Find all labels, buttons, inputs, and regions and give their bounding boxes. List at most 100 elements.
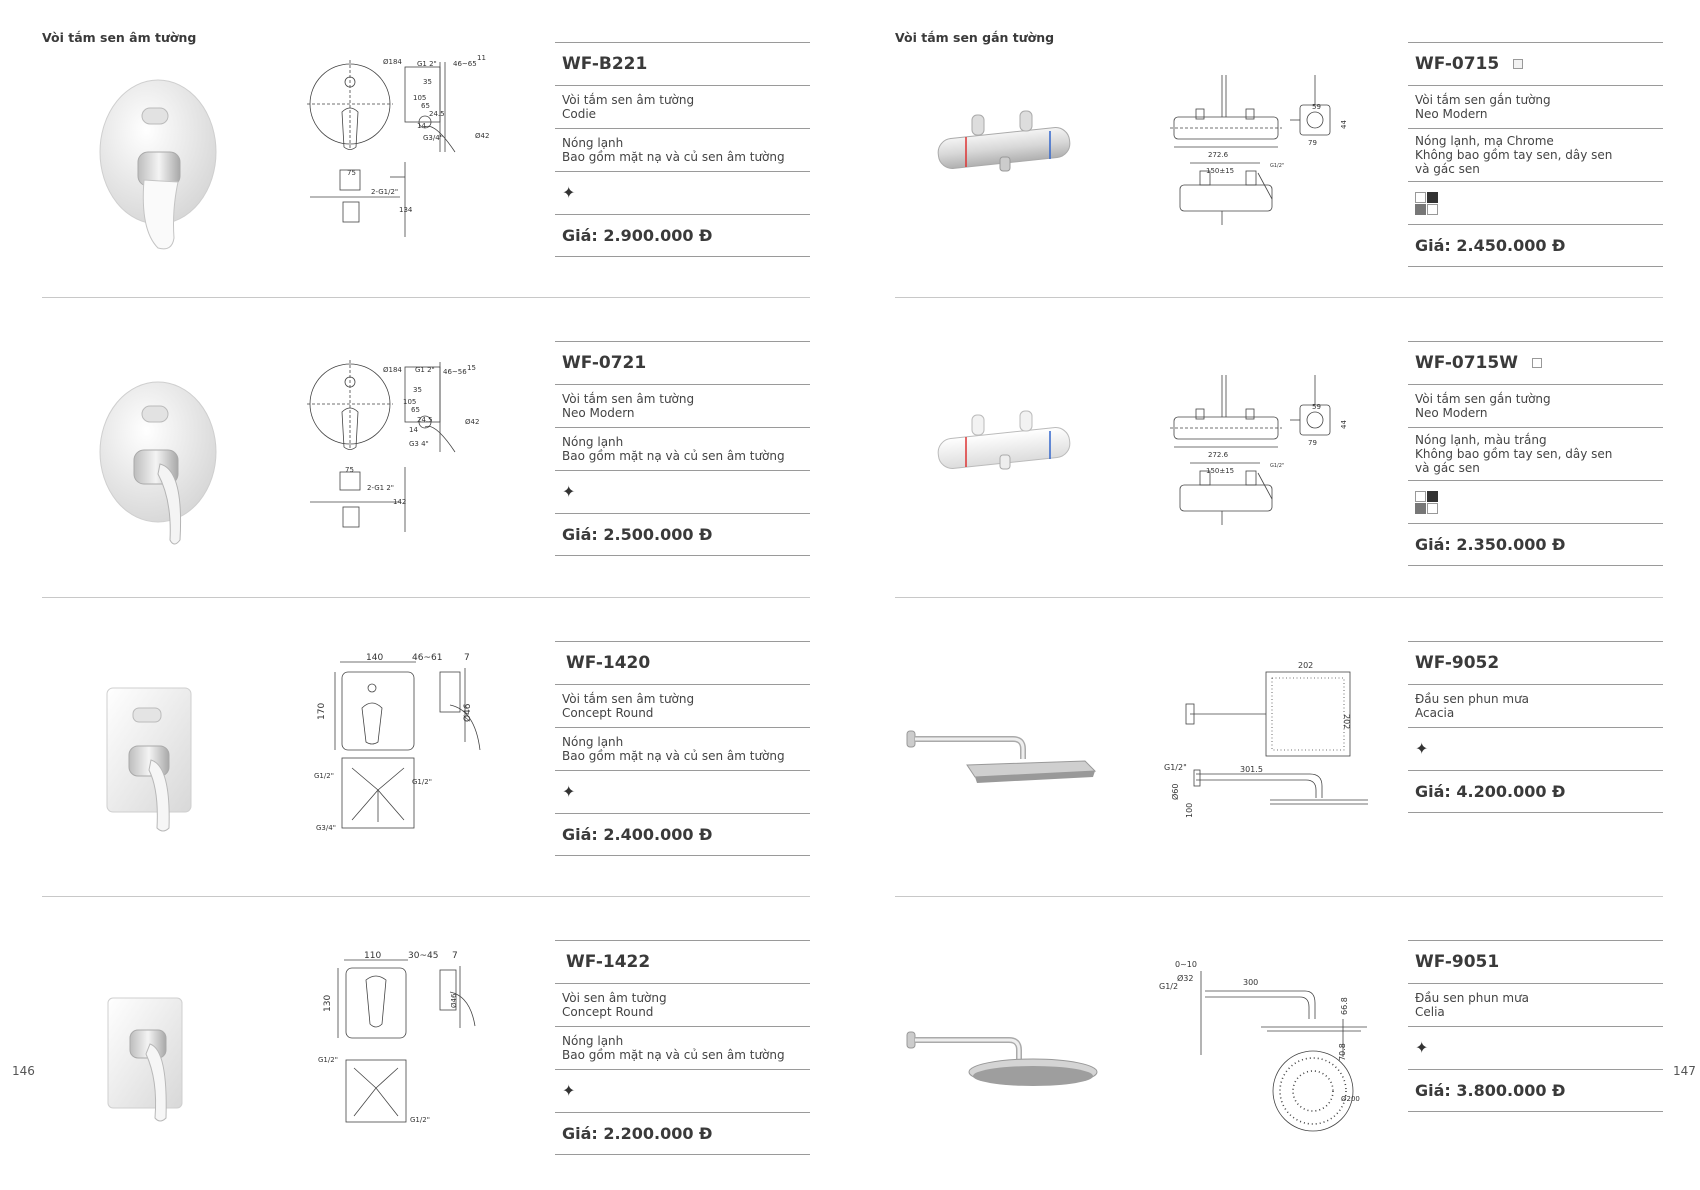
product-photo-wf-0721 xyxy=(99,381,217,545)
dim-label: 59 xyxy=(1312,103,1321,111)
product-photo-wf-9051 xyxy=(906,1031,1098,1086)
dim-label: 15 xyxy=(467,364,476,372)
feature-icons: ✦ xyxy=(555,470,810,513)
spec-table-wf-0715: WF-0715 Vòi tắm sen gắn tường Neo Modern… xyxy=(1408,42,1663,267)
product-series: Neo Modern xyxy=(562,406,635,420)
spec-table-wf-0715w: WF-0715W Vòi tắm sen gắn tường Neo Moder… xyxy=(1408,341,1663,566)
product-type: Vòi tắm sen âm tường xyxy=(562,93,695,107)
product-type: Vòi tắm sen gắn tường xyxy=(1415,93,1551,107)
product-type: Đầu sen phun mưa xyxy=(1415,991,1530,1005)
dim-label: 75 xyxy=(347,169,356,177)
dim-label: G1/2" xyxy=(314,772,334,780)
sparkle-icon: ✦ xyxy=(562,183,576,202)
spec-table-wf-1420: WF-1420 Vòi tắm sen âm tường Concept Rou… xyxy=(555,641,810,856)
product-series: Concept Round xyxy=(562,706,654,720)
dim-label: 202 xyxy=(1298,661,1313,670)
dim-label: 66.8 xyxy=(1340,997,1349,1015)
product-price: Giá: 2.350.000 Đ xyxy=(1408,523,1663,566)
dim-label: Ø184 xyxy=(383,58,402,66)
product-photo-wf-0715w xyxy=(937,410,1071,470)
product-price: Giá: 4.200.000 Đ xyxy=(1408,770,1663,813)
technical-drawing-wf-9051: 0~10 Ø32 G1/2 300 66.8 70.8 Ø200 xyxy=(1159,960,1367,1132)
row-divider xyxy=(42,896,810,897)
dim-label: 202 xyxy=(1342,714,1351,729)
dim-label: 44 xyxy=(1340,120,1348,129)
product-features: Nóng lạnh Bao gồm mặt nạ và củ sen âm tư… xyxy=(555,128,810,171)
sparkle-icon: ✦ xyxy=(562,782,576,801)
dim-label: Ø60 xyxy=(1170,784,1180,800)
technical-drawing-wf-0715: 272.6 150±15 59 79 44 G1/2" xyxy=(1170,75,1348,225)
dim-label: G1/2" xyxy=(412,778,432,786)
dim-label: G1 2" xyxy=(415,366,435,374)
feature-line: Không bao gồm tay sen, dây sen xyxy=(1415,447,1613,461)
dim-label: 75 xyxy=(345,466,354,474)
dim-label: 65 xyxy=(421,102,430,110)
dim-label: G3 4" xyxy=(409,440,429,448)
feature-icons: ✦ xyxy=(555,171,810,214)
feature-icons: ✦ xyxy=(1408,727,1663,770)
dim-label: Ø46 xyxy=(462,703,473,722)
dim-label: Ø32 xyxy=(1177,973,1193,983)
dim-label: 100 xyxy=(1185,803,1194,818)
product-type: Đầu sen phun mưa xyxy=(1415,692,1530,706)
product-code: WF-0721 xyxy=(555,341,810,384)
product-photo-wf-1420 xyxy=(106,687,192,832)
dim-label: 70.8 xyxy=(1338,1043,1347,1061)
dim-label: 35 xyxy=(413,386,422,394)
feature-icons xyxy=(1408,480,1663,523)
product-series: Concept Round xyxy=(562,1005,654,1019)
dim-label: 0~10 xyxy=(1175,960,1197,969)
product-code: WF-B221 xyxy=(555,42,810,85)
product-code: WF-0715W xyxy=(1415,353,1518,373)
product-features: Nóng lạnh Bao gồm mặt nạ và củ sen âm tư… xyxy=(555,1026,810,1069)
dim-label: Ø200 xyxy=(1341,1095,1360,1103)
dim-label: 65 xyxy=(411,406,420,414)
dim-label: 105 xyxy=(413,94,426,102)
row-divider xyxy=(895,896,1663,897)
feature-line: Bao gồm mặt nạ và củ sen âm tường xyxy=(562,449,785,463)
product-type-series: Vòi tắm sen gắn tường Neo Modern xyxy=(1408,384,1663,427)
dim-label: 35 xyxy=(423,78,432,86)
technical-drawing-wf-b221: Ø184 G1 2" 46~65 11 35 105 65 14 24.5 G3… xyxy=(307,54,489,237)
dim-label: 79 xyxy=(1308,139,1317,147)
dim-label: 46~65 xyxy=(453,60,477,68)
product-type-series: Vòi tắm sen gắn tường Neo Modern xyxy=(1408,85,1663,128)
dim-label: G1/2 xyxy=(1159,982,1178,991)
dim-label: 300 xyxy=(1243,978,1258,987)
sparkle-icon: ✦ xyxy=(1415,1038,1429,1057)
product-price: Giá: 2.450.000 Đ xyxy=(1408,224,1663,267)
technical-drawing-wf-0721: Ø184 G1 2" 46~56 15 35 105 65 14 24.5 G3… xyxy=(307,360,479,532)
technical-drawing-wf-9052: 202 202 301.5 G1/2" Ø60 100 xyxy=(1164,661,1368,818)
dim-label: 150±15 xyxy=(1206,467,1234,475)
product-type-series: Đầu sen phun mưa Celia xyxy=(1408,983,1663,1026)
product-series: Celia xyxy=(1415,1005,1445,1019)
sparkle-icon: ✦ xyxy=(562,482,576,501)
product-price: Giá: 2.500.000 Đ xyxy=(555,513,810,556)
product-features: Nóng lạnh, màu trắng Không bao gồm tay s… xyxy=(1408,427,1663,480)
dim-label: 7 xyxy=(452,951,458,961)
spec-table-wf-0721: WF-0721 Vòi tắm sen âm tường Neo Modern … xyxy=(555,341,810,556)
spec-table-wf-b221: WF-B221 Vòi tắm sen âm tường Codie Nóng … xyxy=(555,42,810,257)
dim-label: 11 xyxy=(477,54,486,62)
spec-table-wf-1422: WF-1422 Vòi sen âm tường Concept Round N… xyxy=(555,940,810,1155)
product-type: Vòi sen âm tường xyxy=(562,991,667,1005)
technical-drawing-wf-1422: 110 30~45 7 130 Ø46 G1/2" G1/2" xyxy=(318,951,476,1124)
color-grid-icon xyxy=(1415,490,1656,514)
sparkle-icon: ✦ xyxy=(562,1081,576,1100)
feature-line: Bao gồm mặt nạ và củ sen âm tường xyxy=(562,150,785,164)
dim-label: 59 xyxy=(1312,403,1321,411)
dim-label: G1/2" xyxy=(318,1056,338,1064)
product-type-series: Vòi sen âm tường Concept Round xyxy=(555,983,810,1026)
product-code: WF-1420 xyxy=(555,641,810,684)
dim-label: 24.5 xyxy=(417,416,433,424)
left-section-title: Vòi tắm sen âm tường xyxy=(42,30,197,45)
dim-label: Ø42 xyxy=(465,418,479,426)
product-price: Giá: 3.800.000 Đ xyxy=(1408,1069,1663,1112)
feature-line: và gác sen xyxy=(1415,162,1480,176)
feature-line: Nóng lạnh xyxy=(562,435,624,449)
finish-swatch-icon xyxy=(1531,358,1542,368)
dim-label: G1/2" xyxy=(1164,763,1187,772)
spec-table-wf-9051: WF-9051 Đầu sen phun mưa Celia ✦ Giá: 3.… xyxy=(1408,940,1663,1112)
dim-label: 140 xyxy=(366,653,383,663)
dim-label: Ø46 xyxy=(450,993,458,1008)
